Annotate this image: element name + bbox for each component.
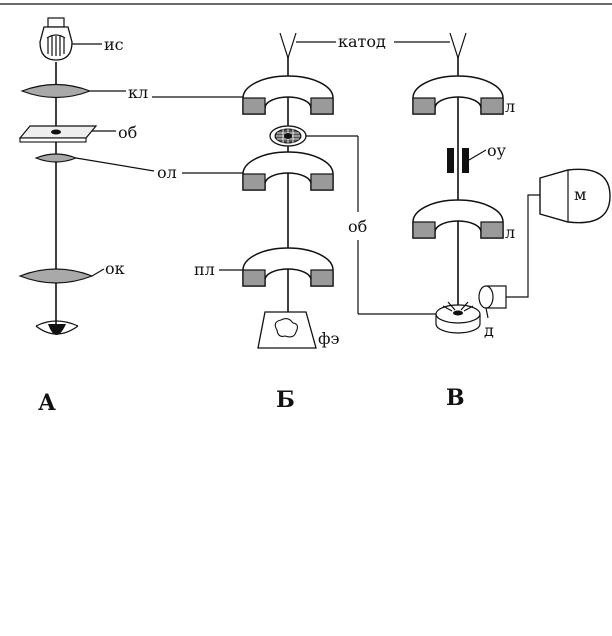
monitor-label: м bbox=[574, 185, 586, 204]
specimen-grid bbox=[270, 126, 306, 146]
projection-label: пл bbox=[194, 260, 215, 279]
source-label: ис bbox=[104, 35, 124, 54]
transmission-microscope: катод об bbox=[194, 32, 450, 413]
condenser-label: кл bbox=[128, 83, 148, 102]
lens-label-bottom: л bbox=[505, 223, 515, 242]
optical-microscope: ис кл об ол ок А bbox=[20, 18, 243, 416]
condenser-lens bbox=[22, 85, 90, 98]
specimen-stage bbox=[436, 302, 480, 333]
detector-label: д bbox=[484, 321, 494, 340]
detector-icon bbox=[479, 286, 506, 308]
letter-b: Б bbox=[276, 387, 295, 413]
cathode-icon-b bbox=[280, 33, 296, 58]
scanning-microscope: л оу л д bbox=[413, 33, 610, 411]
objective-lens bbox=[36, 154, 76, 162]
eye-icon bbox=[36, 321, 78, 335]
ocular-lens bbox=[20, 269, 92, 283]
ocular-label: ок bbox=[105, 259, 125, 278]
objective-label: ол bbox=[157, 163, 177, 182]
object-label-b: об bbox=[348, 217, 367, 236]
deflector-label: оу bbox=[487, 141, 507, 160]
lens-label-top: л bbox=[505, 97, 515, 116]
lamp-icon bbox=[40, 18, 72, 60]
object-label-a: об bbox=[118, 123, 137, 142]
cathode-label: катод bbox=[338, 32, 386, 51]
letter-v: В bbox=[446, 385, 465, 411]
cathode-icon-v bbox=[450, 33, 466, 58]
fluorescent-screen bbox=[258, 312, 316, 348]
letter-a: А bbox=[38, 390, 56, 416]
screen-label: фэ bbox=[318, 329, 340, 348]
